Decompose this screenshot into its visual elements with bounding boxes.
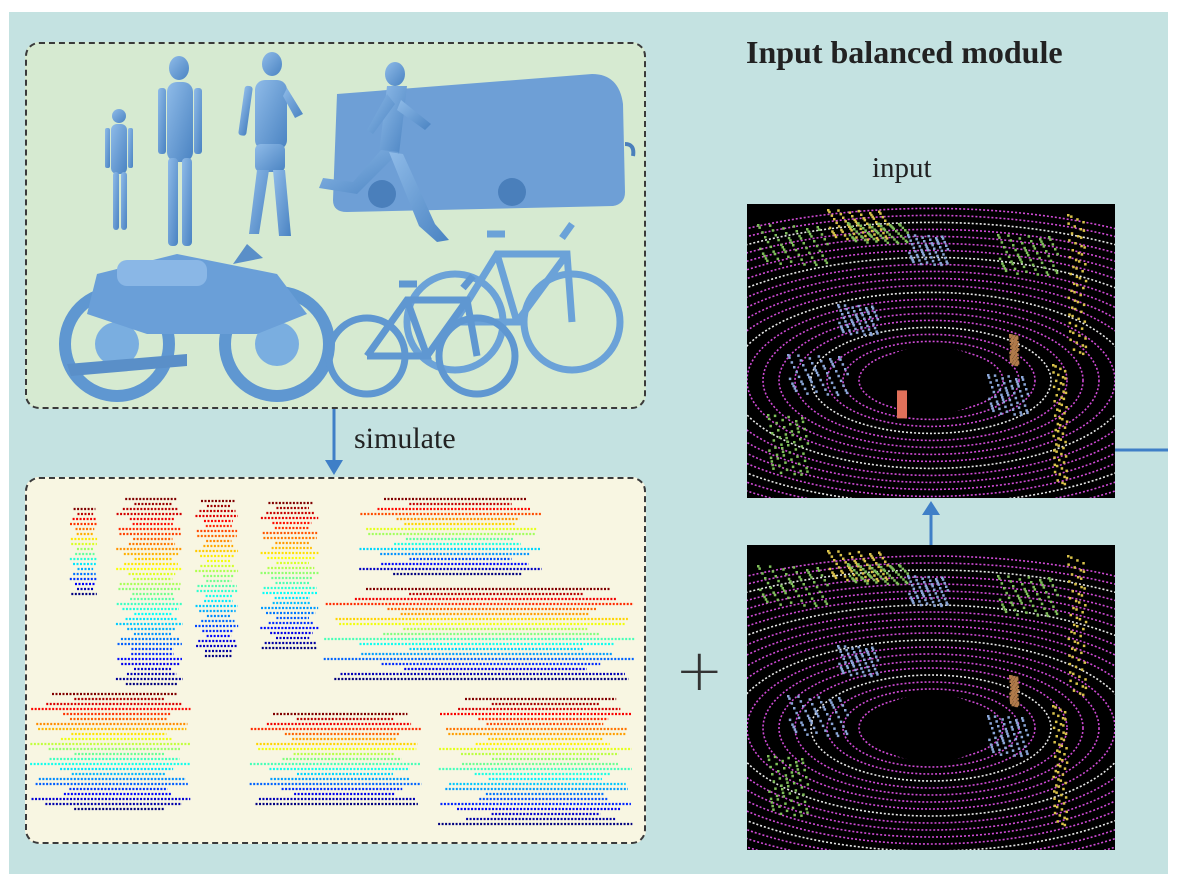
man-points <box>115 497 183 686</box>
scene-point-cluster <box>787 695 849 738</box>
3d-models-box <box>25 42 646 409</box>
child-points <box>69 507 98 596</box>
standing-man-icon <box>158 56 202 246</box>
input-arrow-head <box>922 501 940 515</box>
scene-point-cluster <box>767 414 810 476</box>
scene-point-cluster <box>987 374 1030 417</box>
scene-point-cluster <box>1067 214 1088 356</box>
lidar-scan-image <box>747 207 1115 498</box>
bike-points <box>30 692 192 811</box>
3d-models-illustration <box>59 52 636 402</box>
motorcycle-model-icon <box>59 244 335 402</box>
bike-points <box>359 497 542 576</box>
sensor-blind-spot <box>871 346 991 415</box>
scene-point-cluster <box>847 563 909 586</box>
scene-point-cluster <box>1052 364 1069 486</box>
scene-point-cluster <box>827 550 889 583</box>
original-lidar-scan <box>747 545 1115 850</box>
input-lidar-scan <box>747 204 1115 498</box>
runner-points <box>260 501 319 650</box>
child-figure-icon <box>105 109 133 230</box>
module-title: Input balanced module <box>746 34 1063 70</box>
scene-point-cluster <box>827 209 889 242</box>
scene-point-cluster <box>767 755 810 817</box>
motorcycle-points <box>438 697 633 826</box>
scene-point-cluster <box>1009 334 1020 367</box>
bike-points <box>249 712 422 806</box>
scene-point-cluster <box>1067 555 1088 697</box>
bicycle-model-icon <box>403 221 624 374</box>
walking-man-icon <box>238 52 303 236</box>
scene-point-cluster <box>907 234 950 267</box>
scene-point-cluster <box>837 304 880 337</box>
scene-point-cluster <box>1052 705 1069 827</box>
scene-point-cluster <box>1009 675 1020 708</box>
scene-point-cluster <box>997 575 1059 618</box>
plus-sign: + <box>675 636 724 704</box>
simulated-points-box <box>25 477 646 844</box>
pasted-pedestrian-points <box>897 390 907 419</box>
scene-point-cluster <box>787 354 849 397</box>
scene-point-cluster <box>837 645 880 678</box>
input-label: input <box>872 152 932 184</box>
running-man-icon <box>319 62 449 242</box>
scene-point-cluster <box>847 222 909 245</box>
scene-point-cluster <box>987 715 1030 758</box>
walker-points <box>195 499 239 658</box>
diagram-panel: Input balanced module <box>9 12 1168 874</box>
scene-point-cluster <box>757 224 829 267</box>
bicycle-model-icon <box>325 273 519 398</box>
scene-point-cluster <box>907 575 950 608</box>
simulate-arrow-head <box>325 460 343 475</box>
lidar-scan-image <box>747 550 1115 850</box>
simulated-point-clouds <box>30 497 635 826</box>
sensor-blind-spot <box>871 694 991 762</box>
bus-model-icon <box>333 74 636 212</box>
scene-point-cluster <box>757 565 829 608</box>
scene-point-cluster <box>997 234 1059 277</box>
bus-points <box>323 587 635 681</box>
simulate-label: simulate <box>354 422 456 455</box>
